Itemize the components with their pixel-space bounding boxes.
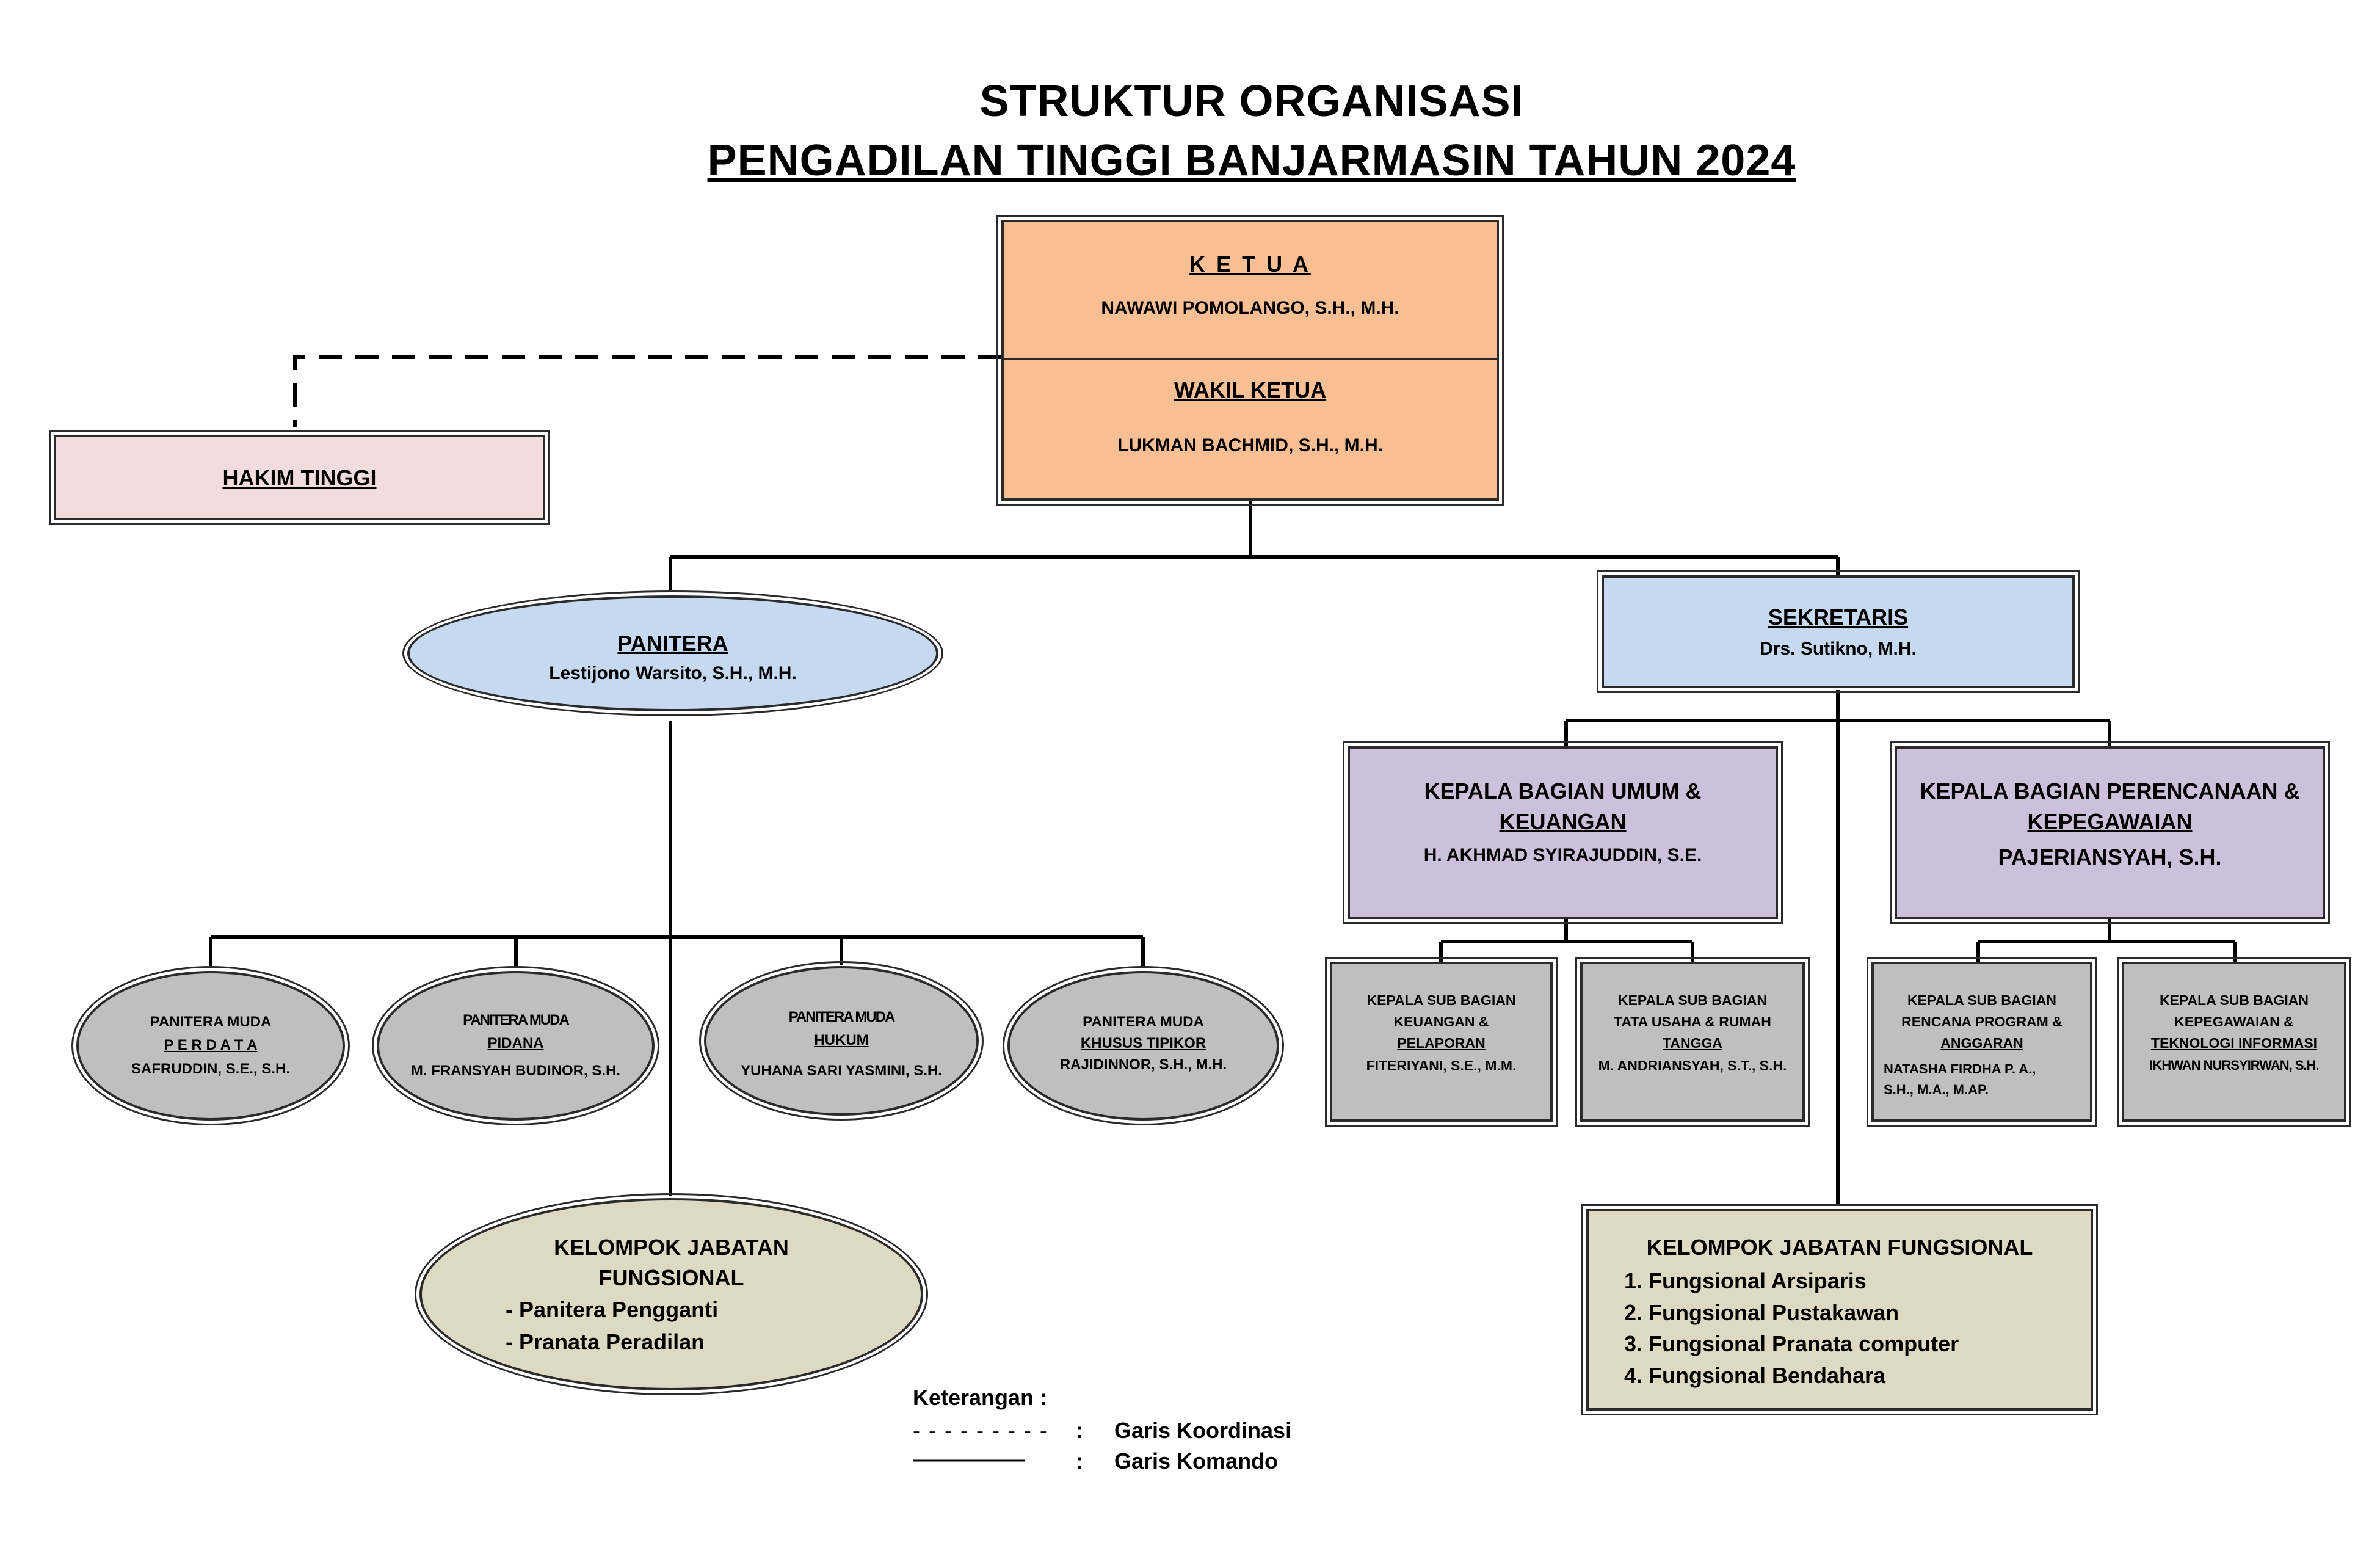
panmud-tipikor-ellipse (1003, 966, 1284, 1125)
panmud-pidana-name: M. FRANSYAH BUDINOR, S.H. (410, 1062, 621, 1079)
legend-heading: Keterangan : (913, 1385, 1048, 1410)
panmud-hukum-name: YUHANA SARI YASMINI, S.H. (741, 1062, 942, 1079)
kabag-umum-name: H. AKHMAD SYIRAJUDDIN, S.E. (1423, 845, 1702, 865)
subbag-rencana-l3: ANGGARAN (1940, 1035, 2023, 1051)
panitera-ellipse (402, 590, 943, 716)
panmud-perdata-title: PANITERA MUDA (150, 1014, 272, 1030)
hakim-tinggi-role: HAKIM TINGGI (222, 465, 377, 490)
panmud-tipikor-field: KHUSUS TIPIKOR (1080, 1035, 1206, 1052)
kabag-perencanaan-box (1890, 741, 2330, 924)
panitera-role: PANITERA (617, 631, 728, 656)
sekretaris-role: SEKRETARIS (1768, 605, 1909, 630)
fungsional-panitera-ellipse (415, 1193, 928, 1395)
ketua-role: K E T U A (1189, 252, 1311, 277)
sekretaris-box (1597, 570, 2080, 693)
subbag-keuangan-l2: KEUANGAN & (1393, 1014, 1489, 1030)
kabag-perencanaan-role-1: KEPALA BAGIAN PERENCANAAN & (1920, 779, 2300, 804)
panmud-tipikor-title: PANITERA MUDA (1083, 1014, 1204, 1030)
panmud-hukum-ellipse (699, 961, 984, 1121)
subbag-keuangan-l3: PELAPORAN (1397, 1035, 1486, 1051)
fungsional-panitera-title-1: KELOMPOK JABATAN (554, 1235, 789, 1260)
subbag-keuangan-name: FITERIYANI, S.E., M.M. (1366, 1058, 1517, 1073)
fungsional-sekretaris-item-1: 1. Fungsional Arsiparis (1624, 1268, 1867, 1293)
fungsional-panitera-title-2: FUNGSIONAL (598, 1265, 744, 1290)
subbag-kepegawaian-box (2117, 957, 2351, 1127)
fungsional-sekretaris-title: KELOMPOK JABATAN FUNGSIONAL (1646, 1235, 2033, 1260)
subbag-kepegawaian-l3: TEKNOLOGI INFORMASI (2150, 1035, 2318, 1051)
kabag-perencanaan-role-2: KEPEGAWAIAN (2027, 809, 2193, 834)
subbag-tata-usaha-l2: TATA USAHA & RUMAH (1614, 1014, 1771, 1030)
subbag-keuangan-l1: KEPALA SUB BAGIAN (1366, 992, 1516, 1008)
panmud-perdata-field: P E R D A T A (164, 1037, 258, 1053)
wakil-ketua-role: WAKIL KETUA (1174, 377, 1327, 402)
legend-solid-label: Garis Komando (1114, 1448, 1279, 1473)
sekretaris-name: Drs. Sutikno, M.H. (1760, 639, 1917, 659)
legend-dash-label: Garis Koordinasi (1114, 1418, 1292, 1443)
subbag-rencana-box (1867, 957, 2097, 1127)
ketua-name: NAWAWI POMOLANGO, S.H., M.H. (1101, 298, 1399, 318)
subbag-kepegawaian-l2: KEPEGAWAIAN & (2174, 1014, 2294, 1030)
subbag-tata-usaha-l1: KEPALA SUB BAGIAN (1617, 992, 1768, 1008)
legend-colon-2: : (1076, 1448, 1083, 1473)
subbag-rencana-l2: RENCANA PROGRAM & (1901, 1014, 2063, 1030)
subbag-kepegawaian-l1: KEPALA SUB BAGIAN (2159, 992, 2309, 1008)
subbag-rencana-name: NATASHA FIRDHA P. A., (1884, 1061, 2036, 1077)
panmud-pidana-field: PIDANA (487, 1035, 544, 1052)
wakil-ketua-name: LUKMAN BACHMID, S.H., M.H. (1117, 435, 1383, 456)
fungsional-sekretaris-box (1581, 1204, 2098, 1415)
legend-dash-symbol: - - - - - - - - - (913, 1418, 1048, 1443)
subbag-keuangan-box (1325, 957, 1558, 1127)
kabag-umum-box (1343, 741, 1783, 924)
hakim-tinggi-box (49, 430, 550, 525)
panmud-pidana-title: PANITERA MUDA (463, 1012, 570, 1028)
panmud-perdata-ellipse (71, 966, 350, 1125)
fungsional-sekretaris-item-4: 4. Fungsional Bendahara (1624, 1363, 1886, 1388)
ketua-box (996, 215, 1504, 506)
title-line-1: STRUKTUR ORGANISASI (979, 77, 1524, 126)
subbag-kepegawaian-name: IKHWAN NURSYIRWAN, S.H. (2149, 1058, 2319, 1073)
fungsional-panitera-item-1: - Panitera Pengganti (506, 1297, 719, 1322)
legend-colon-1: : (1076, 1418, 1083, 1443)
kabag-umum-role-1: KEPALA BAGIAN UMUM & (1424, 779, 1702, 804)
subbag-tata-usaha-name: M. ANDRIANSYAH, S.T., S.H. (1598, 1058, 1787, 1073)
subbag-rencana-name-2: S.H., M.A., M.AP. (1884, 1082, 1989, 1097)
kabag-umum-role-2: KEUANGAN (1499, 809, 1627, 834)
title-line-2: PENGADILAN TINGGI BANJARMASIN TAHUN 2024 (707, 136, 1796, 185)
fungsional-sekretaris-item-2: 2. Fungsional Pustakawan (1624, 1300, 1899, 1325)
panmud-tipikor-name: RAJIDINNOR, S.H., M.H. (1059, 1056, 1227, 1073)
fungsional-sekretaris-item-3: 3. Fungsional Pranata computer (1624, 1331, 1959, 1356)
subbag-tata-usaha-box (1575, 957, 1810, 1127)
panmud-perdata-name: SAFRUDDIN, S.E., S.H. (131, 1061, 291, 1077)
coordination-line (293, 355, 1001, 427)
panmud-hukum-field: HUKUM (814, 1032, 869, 1048)
panmud-hukum-title: PANITERA MUDA (788, 1009, 896, 1025)
panmud-pidana-ellipse (372, 966, 659, 1125)
subbag-tata-usaha-l3: TANGGA (1663, 1035, 1722, 1051)
subbag-rencana-l1: KEPALA SUB BAGIAN (1907, 992, 2057, 1008)
panitera-name: Lestijono Warsito, S.H., M.H. (549, 663, 797, 683)
fungsional-panitera-item-2: - Pranata Peradilan (506, 1329, 705, 1354)
kabag-perencanaan-name: PAJERIANSYAH, S.H. (1998, 845, 2222, 870)
